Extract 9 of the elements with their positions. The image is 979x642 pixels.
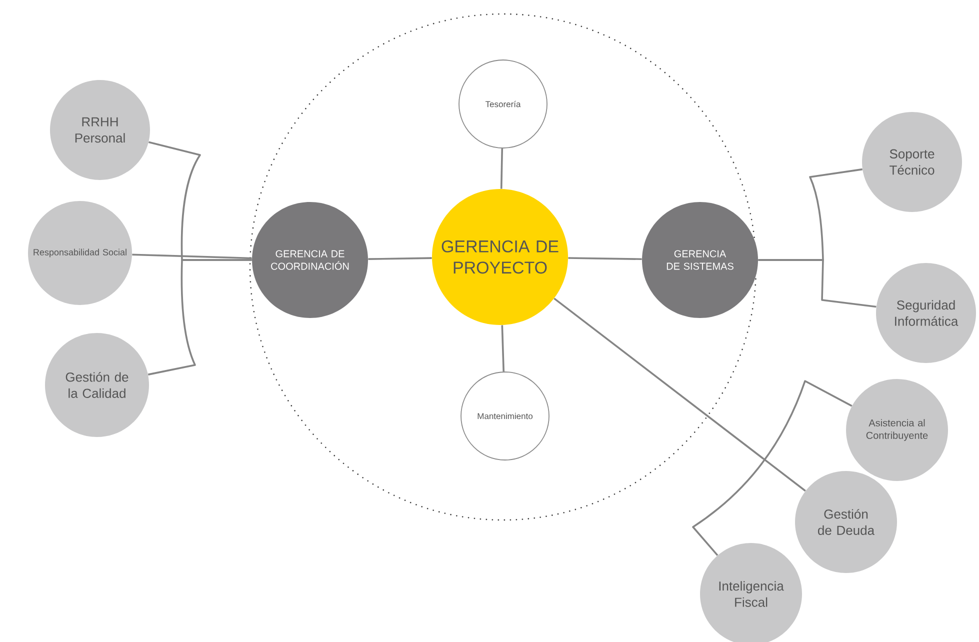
connector-line: [148, 259, 252, 376]
connector-line: [692, 380, 852, 556]
connector-line: [501, 325, 505, 372]
connector-line: [568, 257, 642, 260]
connector-line: [500, 148, 504, 189]
connector-line: [368, 257, 432, 260]
connector-line: [758, 259, 876, 308]
connector-line: [132, 254, 252, 260]
connector-line: [554, 298, 806, 492]
